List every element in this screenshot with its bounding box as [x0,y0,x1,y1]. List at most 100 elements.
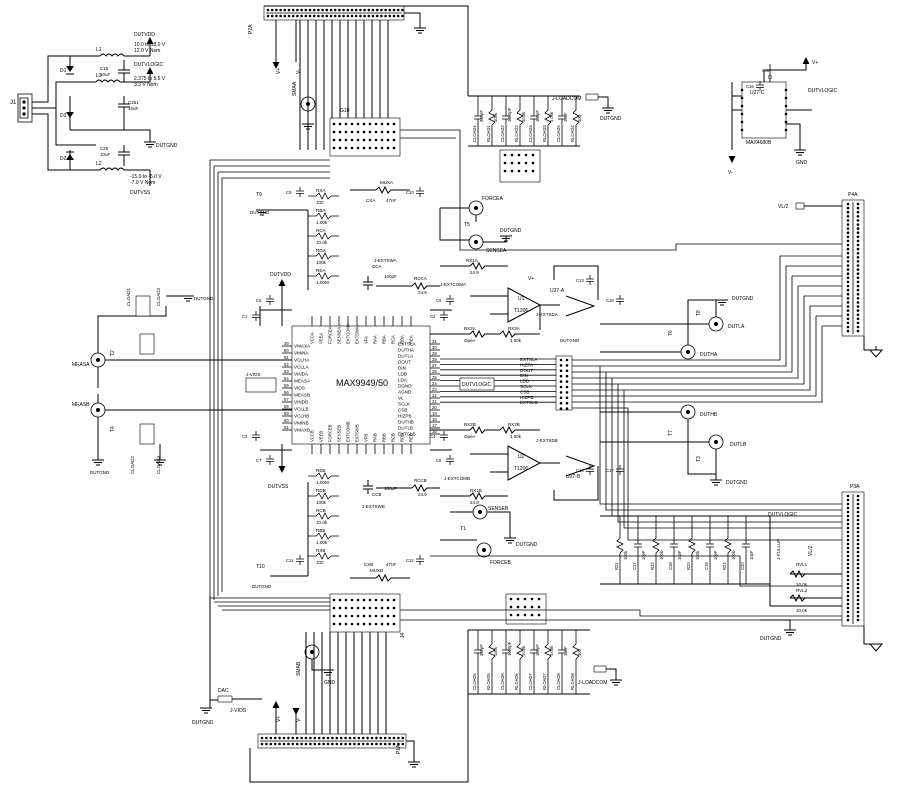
load-a-header-pin [524,169,528,173]
ic-top-pin-name: VEEA [319,333,324,344]
p1a-pin [326,736,330,740]
dutvdd-label: DUTVDD [134,32,155,38]
p1a-pin [388,736,391,740]
rc-bank-part-label: C18 [668,562,673,570]
load-part-value: 10.0k [521,645,526,656]
ic-left-pin-number: 49 [284,341,289,346]
mux-a-pin [332,130,336,134]
ladder-b-resistor-label: RXB [316,548,325,553]
mux-a-pin [332,122,336,126]
control-header-pin [559,407,563,410]
j4-pin [350,622,354,626]
p3a-pin [856,514,860,518]
p3a-pin [856,530,860,534]
p2a-pin [317,14,320,18]
p3a-pin [846,538,850,542]
ladder-a-resistor [308,192,339,200]
l3-label: L3 [96,73,102,79]
ic-bottom-pin-name: EXTCOMB [346,421,351,442]
smab-label: SMAB [296,661,302,676]
p4a-pin [846,223,850,226]
max4680-pin [740,128,744,132]
j4-pin [344,622,348,626]
meas-b-section: MEASB DUTGND T4 CLOAD2 CLOAD4 J-VIOS [72,372,292,475]
p4a-pin [846,288,850,292]
p1a-pin [370,736,374,740]
p3a-pin [846,522,850,526]
p3a-pin [846,570,850,574]
load-a-header-pin [524,153,528,157]
rc-bank-part-label: R21 [614,562,619,570]
p3a-pin [856,586,860,590]
rc-bank-capacitor [742,516,750,584]
max4680-pin [740,120,744,124]
c15-value: 10uF [100,72,111,77]
p3a-pin [856,602,860,606]
t8-label: T8 [696,310,702,316]
mux-a-pin [338,130,342,134]
p4a-pin [856,239,860,243]
p2a-pin [325,8,329,12]
decoupling-capacitor-label: C1 [242,314,248,319]
p3a-pin [846,606,850,610]
ic-left-pin-name: VINDA [294,372,309,377]
ic-right-pin-name: DUTLB [398,426,413,431]
p1a-pin [335,742,339,746]
p1a-pin [282,736,286,740]
c15-label: C15 [100,66,109,71]
load-capacitor [502,630,510,694]
p4a-pin [846,227,850,230]
load-part-label: RLOAD2 [514,125,519,142]
p2a-pin [333,8,337,12]
p1a-pin [313,742,317,746]
j4-pin [392,606,396,610]
j4-pin [392,622,396,626]
max4680-pin [784,96,788,100]
p2a-pin [396,8,400,12]
load-resistor [572,630,580,694]
load-part-value: 100pF [535,110,540,122]
load-resistor [488,96,496,146]
measa-label: MEASA [72,362,90,368]
rx1b-label: RX1B [470,488,482,493]
p4a-pin [846,235,850,239]
p4a-pin [856,206,860,210]
p1a-pin [383,742,387,746]
ic-left-pin-number: 52 [284,362,289,367]
control-signal-label: HIZPA [520,362,534,367]
pullup-label: J-PULLUP [776,539,781,560]
ic-left-pin-number: 51 [284,355,289,360]
j4-pin [344,614,348,618]
p1a-pin [313,736,317,740]
decoupling-capacitor [296,187,304,197]
p1a-pin [322,736,325,740]
load-capacitor [530,96,538,146]
p1a-pin [348,736,352,740]
p4a-pin [846,321,850,325]
j4-pin [386,614,390,618]
ladder-b-resistor-value: 10.0k [316,520,328,525]
ic-bottom-pin-name: RAB [373,433,378,442]
load-b-header-pin [530,597,534,601]
control-signal-label: HIZPB [520,395,534,400]
dutb-gnd: DUTGND [726,480,748,486]
rx2b-value: Open [464,434,476,439]
ic-top-pin-name: RBA [382,335,387,344]
rvl2-label: RVL2 [796,588,808,593]
mux-a-pin [338,146,342,150]
decoupling-capacitor-label: C4 [430,434,436,439]
ic-bottom-pin-name: VEEB [319,431,324,442]
p1a-pin [309,742,312,746]
p2a-pin [266,8,270,12]
ic-left-pin-name: VMINA [294,351,309,356]
ic-right-pin-name: EXTSLA [398,342,417,347]
p2a-connector: P2A V+ V- SMAA [248,5,469,150]
j4-pin [368,622,372,626]
p1a-pin [344,736,347,740]
p1a-pin [300,742,303,746]
rx1a-value: 24.9 [470,270,479,275]
p1a-pin [304,742,308,746]
p3a-pin [856,574,860,578]
p4a-pin [846,280,850,284]
ic-right-pin-number: 20 [432,405,437,410]
